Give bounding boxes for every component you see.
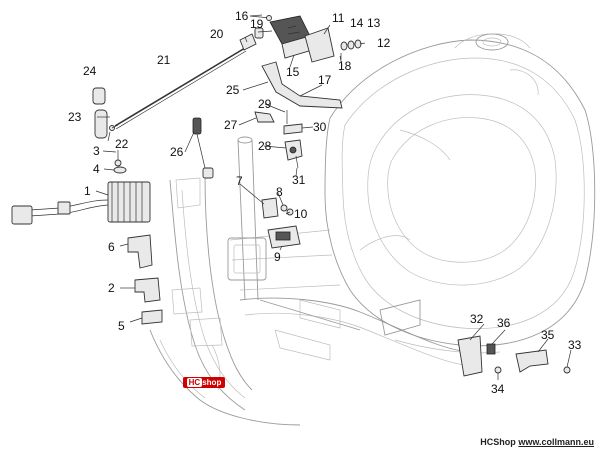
voltage-regulator-part (11, 181, 151, 225)
sensor-26-part (192, 117, 214, 179)
callout-17: 17 (318, 73, 332, 87)
screw-16-part (249, 15, 272, 21)
washer-4-part (113, 166, 127, 174)
callout-6: 6 (108, 240, 115, 254)
footer-credit: HCShop www.collmann.eu (480, 437, 594, 447)
callout-3: 3 (93, 144, 100, 158)
screw-18-part (339, 55, 343, 67)
callout-12: 12 (377, 36, 391, 50)
callout-35: 35 (541, 328, 555, 342)
callout-26: 26 (170, 145, 184, 159)
callout-24: 24 (83, 64, 97, 78)
callout-22: 22 (115, 137, 129, 151)
callout-33: 33 (568, 338, 582, 352)
bracket-17-part (261, 61, 343, 109)
callout-13: 13 (367, 16, 381, 30)
callout-32: 32 (470, 312, 484, 326)
callout-4: 4 (93, 162, 100, 176)
callout-27: 27 (224, 118, 238, 132)
callout-15: 15 (286, 65, 300, 79)
callout-30: 30 (313, 120, 327, 134)
stand-35-part (515, 349, 549, 373)
callout-9: 9 (274, 250, 281, 264)
clip-36-part (486, 343, 496, 355)
callout-29: 29 (258, 97, 272, 111)
callout-19: 19 (250, 17, 264, 31)
callout-5: 5 (118, 319, 125, 333)
sleeve-19-part (254, 27, 264, 39)
callout-1: 1 (84, 184, 91, 198)
nut-13-part (347, 40, 355, 50)
callout-14: 14 (350, 16, 364, 30)
bracket-32-part (457, 335, 483, 377)
footer-brand: HCShop (480, 437, 516, 447)
callout-34: 34 (491, 382, 505, 396)
sensor-28-part (284, 139, 303, 161)
callout-28: 28 (258, 139, 272, 153)
badge-right-text: shop (202, 378, 222, 387)
callout-21: 21 (157, 53, 171, 67)
washer-14-part (340, 41, 348, 51)
screw-31-part (295, 155, 299, 169)
callout-23: 23 (68, 110, 82, 124)
bracket-5-part (141, 309, 163, 325)
callout-11: 11 (332, 11, 345, 25)
clip-7-part (261, 197, 279, 219)
fitting-20-part (239, 33, 257, 51)
cap-24-part (92, 87, 106, 105)
callout-numbers: 1 2 3 4 5 6 7 8 9 10 11 12 13 14 15 16 1… (68, 9, 582, 396)
bracket-6-part (127, 234, 153, 269)
cable-21-part (114, 47, 247, 130)
bracket-30-part (283, 123, 303, 135)
callout-7: 7 (236, 174, 243, 188)
connector-9-part (267, 225, 301, 249)
relay-box-15-part (269, 15, 313, 59)
callout-31: 31 (292, 173, 306, 187)
scooter-frame (149, 33, 596, 426)
callout-2: 2 (108, 281, 115, 295)
callout-18: 18 (338, 59, 352, 73)
callout-25: 25 (226, 83, 240, 97)
badge-left-text: HC (186, 378, 203, 387)
sensor-23-part (94, 109, 108, 139)
bracket-2-part (134, 277, 161, 303)
callout-36: 36 (497, 316, 511, 330)
screw-33-part (563, 366, 571, 374)
bracket-11-part (304, 27, 335, 63)
screw-3-part (114, 150, 122, 167)
callout-20: 20 (210, 27, 224, 41)
washer-8-part (280, 204, 288, 212)
clamp-27-part (254, 111, 275, 123)
leader-lines (95, 14, 572, 380)
callout-8: 8 (276, 185, 283, 199)
callout-10: 10 (294, 207, 308, 221)
callout-16: 16 (235, 9, 249, 23)
nut-34-part (494, 366, 502, 374)
footer-site-link[interactable]: www.collmann.eu (518, 437, 594, 447)
